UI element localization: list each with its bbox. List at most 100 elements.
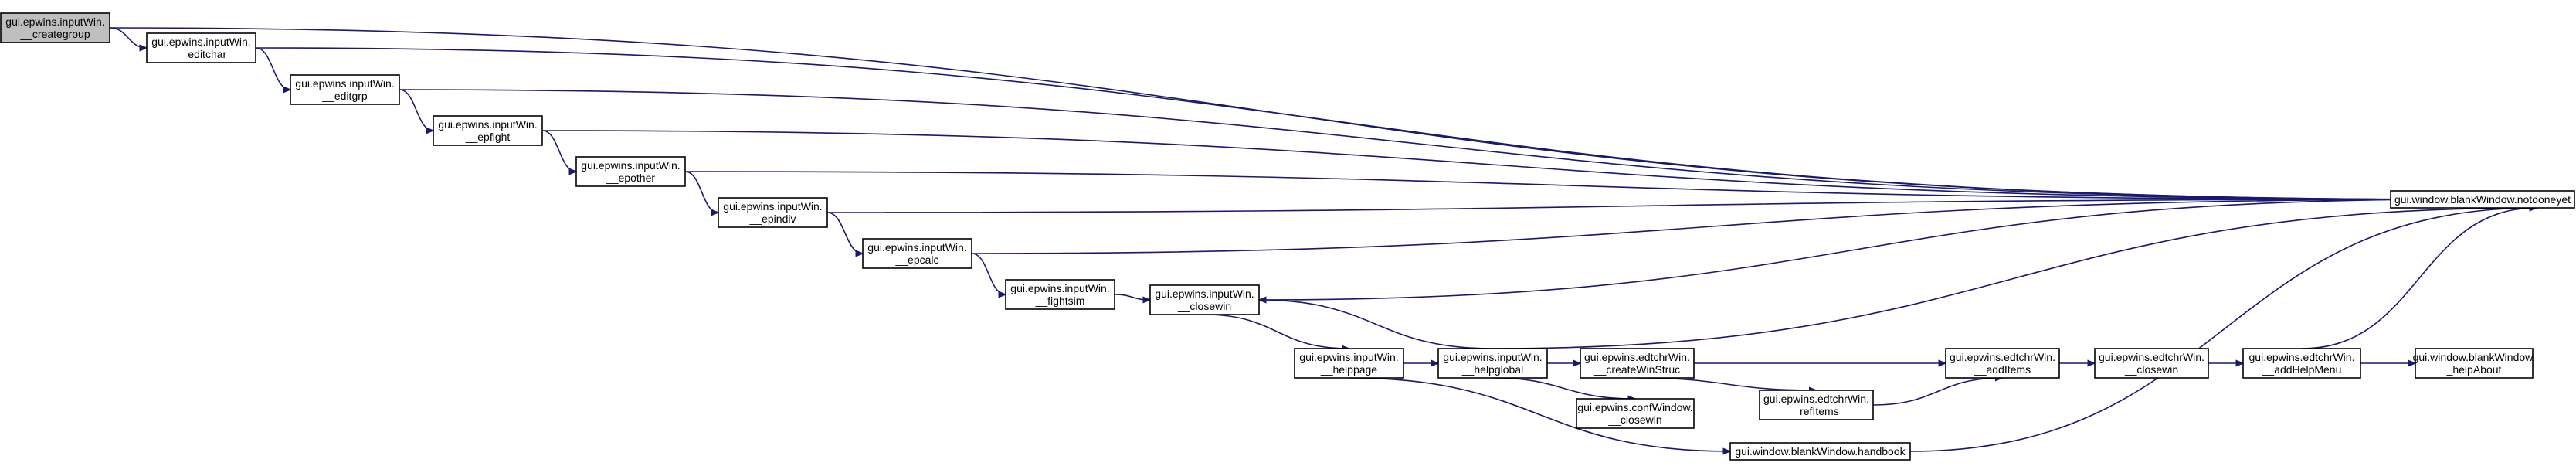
node-label-line: gui.epwins.inputWin. [1299, 351, 1398, 363]
node-label-line: __epother [606, 172, 655, 184]
node-box[interactable] [1437, 348, 1548, 379]
edge-createWinStruc-to-refitems [1637, 377, 1817, 390]
node-label-line: __editgrp [321, 90, 368, 102]
node-epother[interactable]: gui.epwins.inputWin.__epother [575, 156, 686, 187]
node-label-line: __createWinStruc [1593, 363, 1680, 376]
node-box[interactable] [2390, 190, 2575, 209]
node-label-line: gui.epwins.edtchrWin. [2099, 351, 2204, 363]
node-editgrp[interactable]: gui.epwins.inputWin.__editgrp [290, 74, 400, 105]
node-addhelpmenu[interactable]: gui.epwins.edtchrWin.__addHelpMenu [2242, 348, 2361, 379]
node-label-line: __epfight [465, 131, 511, 143]
node-box[interactable] [1294, 348, 1404, 379]
node-label-line: gui.epwins.inputWin. [5, 15, 104, 28]
edge-helpglobal-to-confclosewin [1492, 377, 1636, 399]
node-label-line: __fightsim [1035, 294, 1085, 307]
node-box[interactable] [1149, 284, 1260, 315]
node-additems[interactable]: gui.epwins.edtchrWin.__addItems [1945, 348, 2060, 379]
node-box[interactable] [1759, 390, 1874, 420]
node-label-line: gui.epwins.inputWin. [581, 159, 680, 172]
node-label-line: gui.epwins.inputWin. [867, 241, 966, 254]
node-box[interactable] [2415, 348, 2534, 379]
node-box[interactable] [1580, 348, 1695, 379]
node-notdoneyet[interactable]: gui.window.blankWindow.notdoneyet [2390, 190, 2575, 209]
edge-editchar-to-editgrp [255, 47, 290, 90]
node-box[interactable] [1729, 442, 1911, 461]
node-label-line: __epcalc [894, 254, 938, 266]
edge-epother-to-notdoneyet [684, 171, 2452, 199]
edge-epfight-to-epother [541, 130, 576, 172]
edge-editgrp-to-epfight [399, 89, 433, 131]
node-label-line: gui.window.blankWindow. [2413, 351, 2536, 363]
node-box[interactable] [718, 197, 828, 228]
node-label-line: gui.epwins.inputWin. [438, 118, 537, 131]
node-label-line: gui.epwins.inputWin. [723, 200, 822, 213]
node-box[interactable] [146, 32, 256, 63]
node-createWinStruc[interactable]: gui.epwins.edtchrWin.__createWinStruc [1580, 348, 1695, 379]
node-label-line: gui.epwins.inputWin. [1155, 288, 1254, 300]
node-fightsim[interactable]: gui.epwins.inputWin.__fightsim [1005, 279, 1115, 310]
node-box[interactable] [2094, 348, 2209, 379]
edge-handbook-to-notdoneyet [1909, 208, 2537, 452]
node-epfight[interactable]: gui.epwins.inputWin.__epfight [433, 115, 543, 146]
node-closewin[interactable]: gui.epwins.inputWin.__closewin [1149, 284, 1260, 315]
node-label-line: gui.epwins.inputWin. [295, 77, 394, 90]
node-label-line: gui.epwins.edtchrWin. [1950, 351, 2055, 363]
node-box[interactable] [862, 238, 972, 269]
node-helpglobal[interactable]: gui.epwins.inputWin.__helpglobal [1437, 348, 1548, 379]
node-confclosewin[interactable]: gui.epwins.confWindow.__closewin [1576, 398, 1695, 429]
node-helppage[interactable]: gui.epwins.inputWin.__helppage [1294, 348, 1404, 379]
edge-fightsim-to-closewin [1114, 294, 1150, 300]
node-box[interactable] [575, 156, 686, 187]
node-label-line: gui.epwins.inputWin. [151, 36, 250, 48]
node-label-line: gui.window.blankWindow.handbook [1735, 445, 1906, 458]
node-epindiv[interactable]: gui.epwins.inputWin.__epindiv [718, 197, 828, 228]
node-label-line: gui.epwins.inputWin. [1010, 282, 1109, 294]
edge-helpglobal-to-notdoneyet [1492, 208, 2537, 349]
node-box[interactable] [433, 115, 543, 146]
node-label-line: __addItems [1974, 363, 2031, 376]
edge-helppage-to-handbook [1349, 377, 1731, 451]
edges-layer [109, 27, 2537, 452]
node-box[interactable] [1576, 398, 1695, 429]
edge-closewin-to-helppage [1204, 314, 1349, 349]
node-label-line: _helpAbout [2446, 363, 2502, 376]
node-creategroup[interactable]: gui.epwins.inputWin.__creategroup [0, 12, 110, 43]
node-label-line: gui.epwins.inputWin. [1443, 351, 1542, 363]
edge-helpglobal-to-closewin [1259, 300, 1493, 349]
node-box[interactable] [290, 74, 400, 105]
edge-editgrp-to-notdoneyet [399, 89, 2452, 199]
node-box[interactable] [0, 12, 110, 43]
edge-epcalc-to-notdoneyet [971, 199, 2452, 254]
node-label-line: __helpglobal [1461, 363, 1523, 376]
node-label-line: __editchar [175, 48, 227, 60]
node-label-line: gui.epwins.edtchrWin. [1584, 351, 1690, 363]
edge-closewin-to-notdoneyet [1258, 199, 2452, 301]
node-label-line: __addHelpMenu [2262, 363, 2342, 376]
node-box[interactable] [2242, 348, 2361, 379]
node-label-line: __closewin [1177, 300, 1231, 312]
node-edtclosewin[interactable]: gui.epwins.edtchrWin.__closewin [2094, 348, 2209, 379]
node-label-line: gui.window.blankWindow.notdoneyet [2394, 193, 2571, 206]
node-label-line: __creategroup [19, 28, 90, 40]
node-helpabout[interactable]: gui.window.blankWindow._helpAbout [2413, 348, 2536, 379]
node-epcalc[interactable]: gui.epwins.inputWin.__epcalc [862, 238, 972, 269]
edge-refitems-to-additems [1872, 378, 2003, 406]
node-refitems[interactable]: gui.epwins.edtchrWin._refItems [1759, 390, 1874, 420]
node-label-line: gui.epwins.edtchrWin. [2249, 351, 2355, 363]
node-label-line: __helppage [1320, 363, 1377, 376]
node-box[interactable] [1005, 279, 1115, 310]
edge-epindiv-to-epcalc [826, 212, 863, 254]
edge-addhelpmenu-to-notdoneyet [2301, 208, 2537, 349]
nodes-layer: gui.epwins.inputWin.__creategroupgui.epw… [0, 12, 2575, 461]
edge-creategroup-to-editchar [109, 27, 147, 48]
node-label-line: __epindiv [749, 213, 796, 225]
node-label-line: __closewin [2124, 363, 2178, 376]
node-box[interactable] [1945, 348, 2060, 379]
node-label-line: gui.epwins.edtchrWin. [1763, 393, 1869, 405]
node-handbook[interactable]: gui.window.blankWindow.handbook [1729, 442, 1911, 461]
edge-epcalc-to-fightsim [971, 253, 1006, 294]
node-editchar[interactable]: gui.epwins.inputWin.__editchar [146, 32, 256, 63]
edge-epfight-to-notdoneyet [541, 130, 2452, 199]
node-label-line: gui.epwins.confWindow. [1577, 401, 1692, 413]
